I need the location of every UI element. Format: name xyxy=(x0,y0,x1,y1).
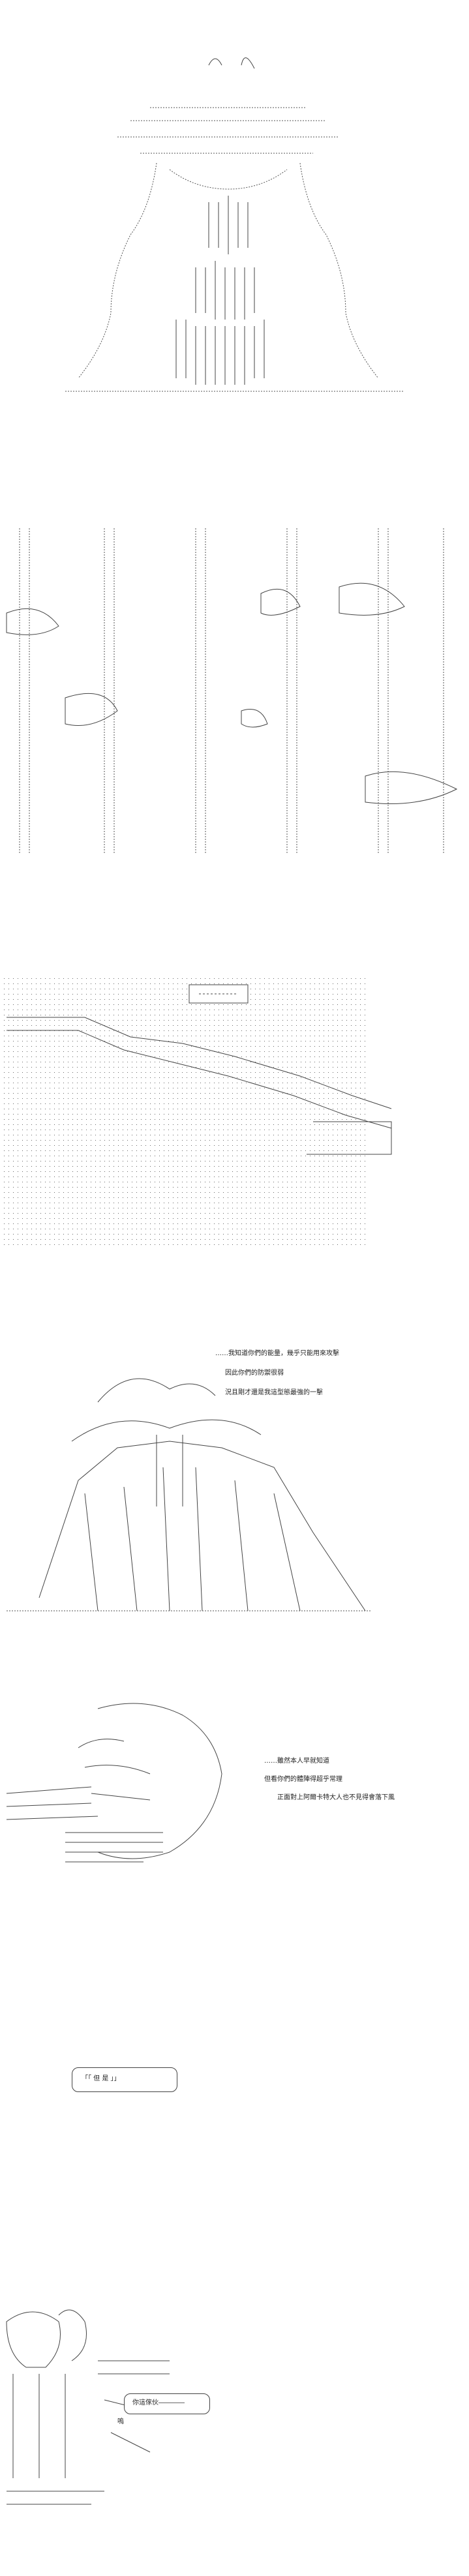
side-text: 嗚 xyxy=(117,2418,124,2425)
panel-7-figures: 你這傢伙―――― 嗚 xyxy=(0,2283,469,2530)
ascii-art-hooded-figure xyxy=(65,57,404,392)
dialogue-line-2: 因此你們的防禦很弱 xyxy=(225,1370,284,1377)
speech-bubble xyxy=(124,2393,210,2414)
dialogue-line-1: ……雖然本人早就知道 xyxy=(264,1758,329,1765)
panel-6-but: 「「 但 是 」」 xyxy=(0,2061,469,2113)
panel-3-dotted-scene xyxy=(0,972,469,1252)
ascii-art-small-figures xyxy=(6,2309,170,2505)
speech-bubble xyxy=(72,2067,177,2092)
ascii-art-head-figure xyxy=(6,1703,222,1863)
ascii-art-pillars xyxy=(6,528,458,854)
ascii-art-dotted-scene xyxy=(4,978,392,1245)
speech-text: 「「 但 是 」」 xyxy=(82,2075,121,2082)
panel-5-head-figure: ……雖然本人早就知道 但看你們的體陣得超乎常理 正面對上阿爾卡特大人也不見得會落… xyxy=(0,1696,469,1917)
speech-text: 你這傢伙―――― xyxy=(132,2399,185,2406)
dot-pattern xyxy=(4,978,365,1245)
dialogue-line-1: ……我知道你們的能量，幾乎只能用來攻擊 xyxy=(215,1350,339,1357)
dialogue-line-3: 正面對上阿爾卡特大人也不見得會落下風 xyxy=(277,1794,395,1801)
dialogue-line-2: 但看你們的體陣得超乎常理 xyxy=(264,1776,342,1783)
panel-2-pillars xyxy=(0,515,469,867)
dialogue-line-3: 況且剛才還是我這型態最強的一擊 xyxy=(225,1389,323,1396)
panel-1-hooded-figure xyxy=(0,39,469,404)
panel-4-back-figure: ……我知道你們的能量，幾乎只能用來攻擊 因此你們的防禦很弱 況且剛才還是我這型態… xyxy=(0,1337,469,1624)
ascii-art-back-figure xyxy=(7,1378,372,1611)
